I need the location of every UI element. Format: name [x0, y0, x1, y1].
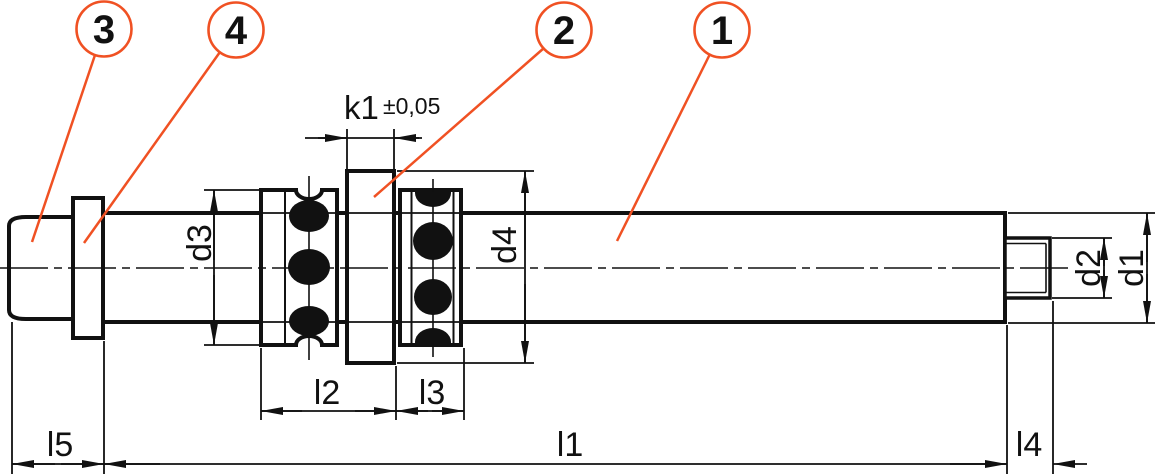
- label-l3: l3: [419, 374, 445, 412]
- leader-callout-3: [30, 54, 97, 243]
- callout-3-balloon: [75, 0, 133, 58]
- dim-d3: [204, 189, 261, 346]
- dim-l1: [104, 325, 1008, 474]
- label-k1-tolerance: ±0,05: [383, 93, 440, 119]
- callout-leaders: [30, 47, 712, 244]
- callout-2-number: 2: [553, 9, 575, 53]
- callout-2-balloon: [535, 1, 593, 59]
- label-d3: d3: [181, 224, 219, 262]
- callout-4-balloon: [207, 1, 265, 59]
- callout-1-balloon: [693, 1, 751, 59]
- leader-callout-2: [373, 47, 545, 198]
- label-k1: k1: [344, 89, 379, 126]
- dim-d2: [1052, 237, 1112, 299]
- dim-d1: [1008, 212, 1155, 324]
- dimension-labels: d3 d4 d2 d1 k1 ±0,05 l5 l1 l4 l2 l3: [47, 89, 1151, 464]
- dim-d4: [397, 170, 534, 364]
- callout-3-number: 3: [93, 8, 115, 52]
- dim-l5: [11, 322, 105, 474]
- label-l5: l5: [47, 426, 73, 464]
- label-d1: d1: [1113, 249, 1151, 287]
- left-bearing-balls: [288, 200, 330, 336]
- shaft-assembly: [7, 169, 1052, 365]
- callout-balloons: 3 4 2 1: [75, 0, 751, 59]
- dim-l3: [396, 348, 465, 420]
- label-d4: d4: [486, 226, 524, 264]
- right-bearing-balls: [413, 192, 453, 343]
- callout-4-number: 4: [225, 9, 248, 53]
- leader-callout-4: [82, 51, 222, 244]
- dim-l4: [1052, 301, 1087, 474]
- callout-1-number: 1: [711, 9, 733, 53]
- label-l1: l1: [557, 426, 583, 464]
- label-l2: l2: [314, 374, 340, 412]
- label-l4: l4: [1016, 426, 1042, 464]
- dim-k1: [305, 129, 422, 196]
- leader-callout-1: [615, 53, 712, 242]
- center-collar: [345, 169, 396, 365]
- label-d2: d2: [1070, 249, 1108, 287]
